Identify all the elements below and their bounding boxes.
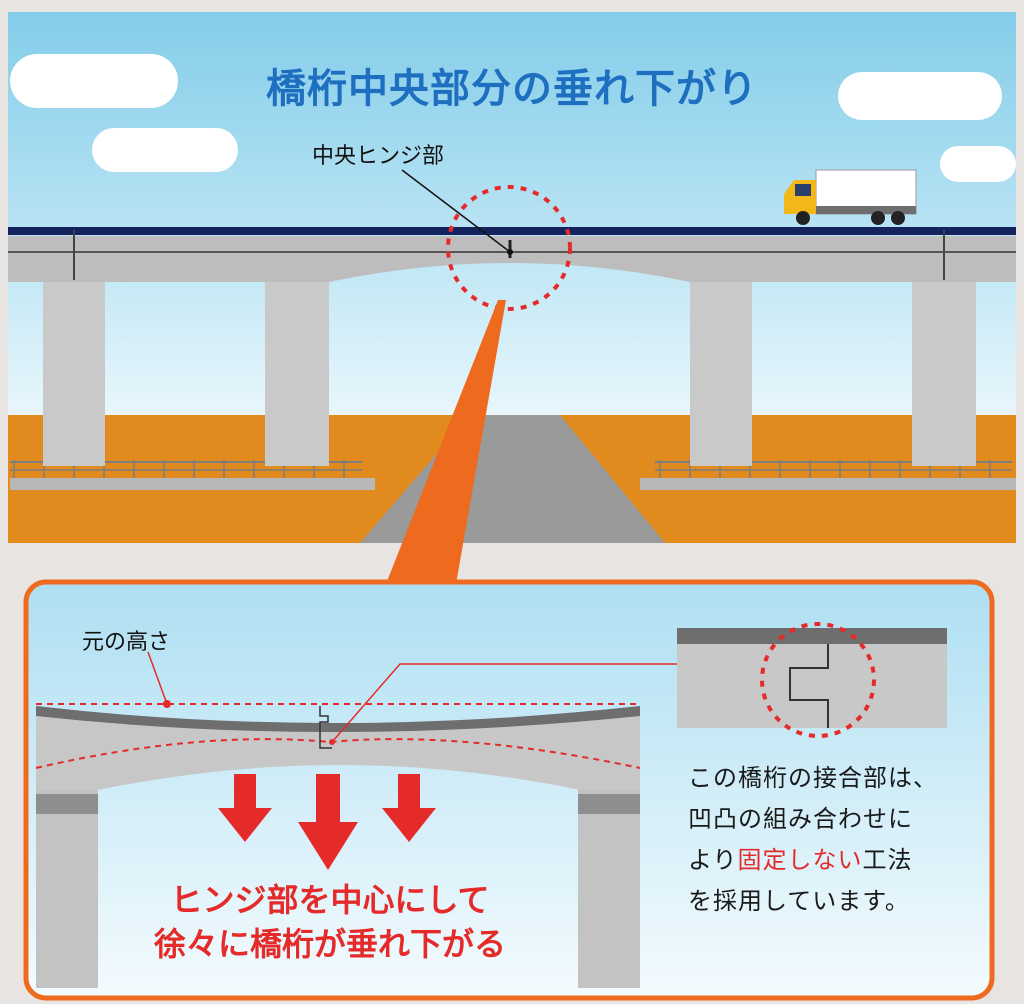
hinge-highlight-circle	[446, 185, 572, 311]
explanation-line-4: を採用しています。	[688, 887, 910, 915]
explanation-line-3-prefix: より	[688, 846, 738, 874]
hinge-label: 中央ヒンジ部	[312, 144, 445, 169]
top-scene	[8, 12, 1016, 543]
bridge-girder	[8, 236, 1016, 282]
joint-detail	[677, 622, 947, 738]
main-title: 橋桁中央部分の垂れ下がり	[266, 66, 758, 112]
explanation-line-2: 凹凸の組み合わせに	[688, 805, 913, 833]
hinge-dot	[507, 249, 513, 255]
bridge-piers	[43, 280, 976, 466]
cloud-icon	[838, 72, 1002, 120]
sag-caption-line-2: 徐々に橋桁が垂れ下がる	[153, 925, 506, 963]
cloud-icon	[92, 128, 238, 172]
down-arrow-icon	[298, 774, 358, 870]
right-fence	[640, 460, 1016, 490]
explanation-line-3: より固定しない工法	[688, 840, 913, 875]
detail-panel	[23, 579, 995, 1001]
cloud-icon	[10, 54, 178, 108]
down-arrow-icon	[382, 774, 436, 842]
sag-caption-line-1: ヒンジ部を中心にして	[170, 881, 490, 919]
deck-rail	[8, 227, 1016, 235]
explanation-highlight: 固定しない	[737, 846, 863, 874]
detail-leader-line	[331, 663, 770, 743]
truck-icon	[784, 169, 917, 225]
zoom-wedge	[386, 300, 506, 584]
hinge-leader-line	[401, 169, 511, 253]
original-height-label: 元の高さ	[82, 630, 171, 655]
sagging-girder	[36, 708, 640, 790]
cloud-icon	[940, 146, 1016, 182]
explanation-line-3-suffix: 工法	[862, 846, 913, 874]
explanation-line-1: この橋桁の接合部は、	[688, 764, 938, 792]
down-arrow-icon	[218, 774, 272, 842]
